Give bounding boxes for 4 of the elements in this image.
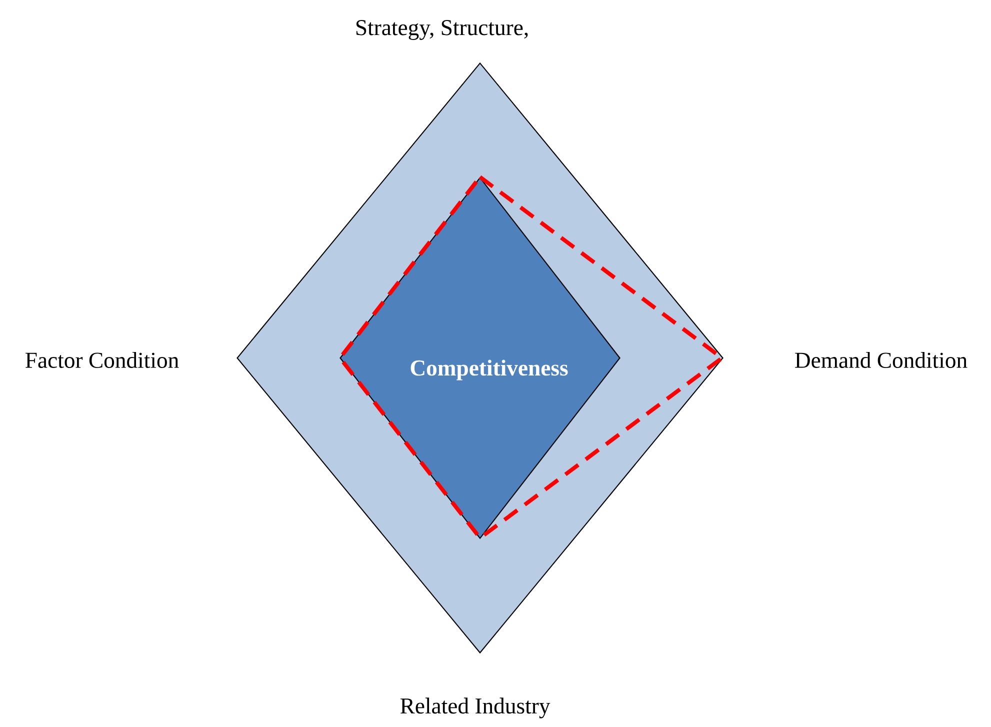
axis-label: Factor Condition (26, 352, 179, 368)
axis-label: Demand Condition (795, 352, 968, 368)
axis-label: Related Industry (400, 698, 550, 718)
axis-label: Strategy, Structure, (356, 20, 528, 40)
